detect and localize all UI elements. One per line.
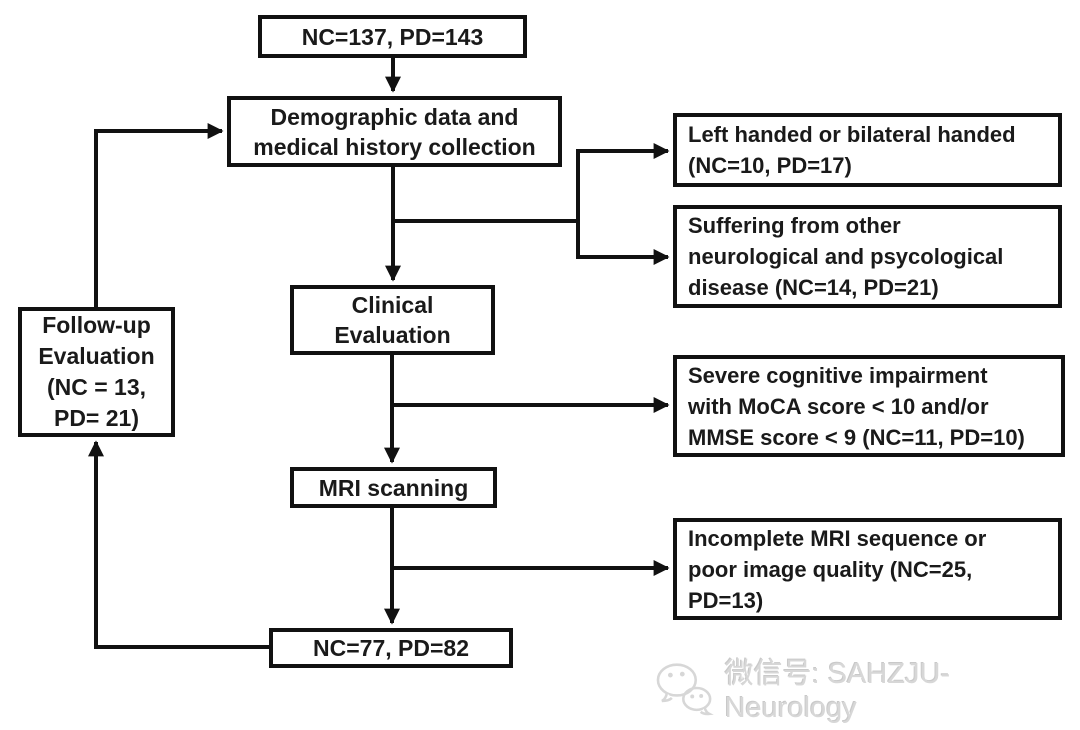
watermark: 微信号: SAHZJU-Neurology — [653, 650, 1080, 725]
flow-node-start-count: NC=137, PD=143 — [258, 15, 527, 58]
arrow-branch-to-left-handed — [393, 143, 670, 223]
flow-node-demographic: Demographic data and medical history col… — [227, 96, 562, 167]
arrow-final-to-followup — [88, 440, 269, 649]
flow-node-followup-evaluation: Follow-up Evaluation (NC = 13, PD= 21) — [18, 307, 175, 437]
watermark-text: 微信号: SAHZJU-Neurology — [724, 658, 951, 724]
flow-node-mri-scanning: MRI scanning — [290, 467, 497, 508]
exclusion-node-cognitive-impairment: Severe cognitive impairment with MoCA sc… — [673, 355, 1065, 457]
arrow-followup-to-demographic — [94, 123, 224, 307]
flow-node-clinical-evaluation: Clinical Evaluation — [290, 285, 495, 355]
arrow-branch-to-other-disease — [576, 219, 670, 265]
wechat-icon — [656, 662, 714, 715]
exclusion-node-left-handed: Left handed or bilateral handed (NC=10, … — [673, 113, 1062, 187]
exclusion-node-incomplete-mri: Incomplete MRI sequence or poor image qu… — [673, 518, 1062, 620]
exclusion-node-other-disease: Suffering from other neurological and ps… — [673, 205, 1062, 308]
flow-node-final-count: NC=77, PD=82 — [269, 628, 513, 668]
